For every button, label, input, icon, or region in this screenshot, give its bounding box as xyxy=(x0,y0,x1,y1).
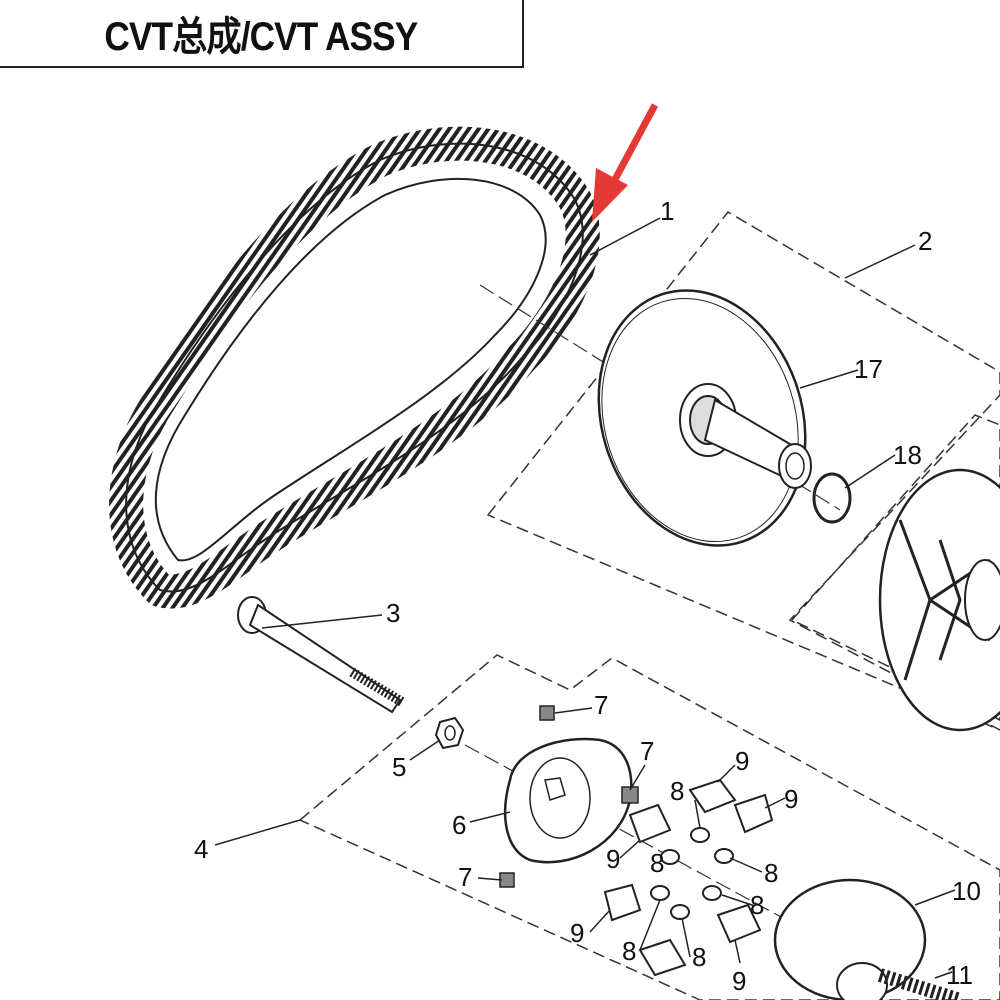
red-arrow-icon xyxy=(592,103,659,222)
callout-8b: 8 xyxy=(764,858,778,888)
callout-8c: 8 xyxy=(750,890,764,920)
bolt xyxy=(237,596,405,714)
callout-10: 10 xyxy=(952,876,981,906)
movable-sheave xyxy=(878,468,1000,732)
callout-3: 3 xyxy=(386,598,400,628)
fixed-sheave xyxy=(597,289,812,547)
title-box: CVT总成/CVT ASSY xyxy=(0,0,524,68)
callout-7b: 7 xyxy=(640,736,654,766)
callout-8f: 8 xyxy=(650,848,664,878)
callout-9b: 9 xyxy=(784,784,798,814)
callout-9e: 9 xyxy=(732,966,746,996)
callout-9a: 9 xyxy=(735,746,749,776)
callout-17: 17 xyxy=(854,354,883,384)
callout-6: 6 xyxy=(452,810,466,840)
callout-labels: 1 2 3 4 5 6 7 7 7 8 8 8 8 8 8 9 9 9 9 9 … xyxy=(194,196,981,996)
assembly-4-boundary xyxy=(298,654,1000,1000)
callout-18: 18 xyxy=(893,440,922,470)
callout-4: 4 xyxy=(194,834,208,864)
callout-8e: 8 xyxy=(692,942,706,972)
callout-11: 11 xyxy=(946,960,973,990)
leader-lines xyxy=(214,217,956,979)
assembly-2-boundary xyxy=(486,211,1000,731)
callout-8a: 8 xyxy=(670,776,684,806)
drive-belt xyxy=(109,126,600,609)
o-ring xyxy=(812,472,852,524)
callout-9d: 9 xyxy=(570,918,584,948)
slider-7b xyxy=(621,786,639,804)
callout-9c: 9 xyxy=(606,844,620,874)
lower-sheave xyxy=(773,878,963,1000)
callout-2: 2 xyxy=(918,226,932,256)
callout-8d: 8 xyxy=(622,936,636,966)
slider-7a xyxy=(539,705,555,721)
callout-7c: 7 xyxy=(458,862,472,892)
callout-7a: 7 xyxy=(594,690,608,720)
diagram-title: CVT总成/CVT ASSY xyxy=(104,15,418,59)
callout-5: 5 xyxy=(392,752,406,782)
nut xyxy=(434,716,465,750)
roller-weights xyxy=(603,778,774,977)
callout-1: 1 xyxy=(660,196,674,226)
slider-7c xyxy=(499,872,515,888)
